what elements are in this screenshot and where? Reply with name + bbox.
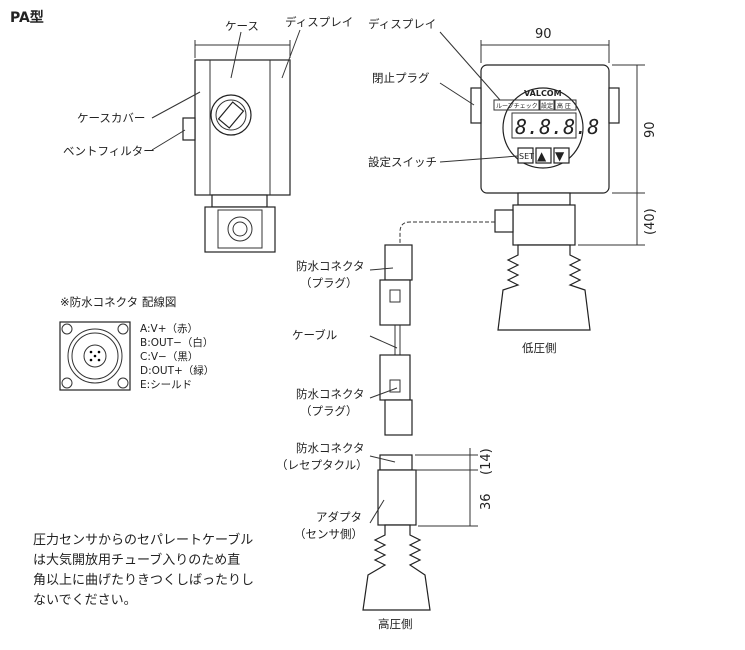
waterproof-connector-plug-2 — [384, 399, 413, 436]
adapter-label: アダプタ — [316, 510, 362, 524]
height-dimension: 90 — [643, 121, 658, 138]
brand-logo: VALCOM — [524, 89, 562, 98]
side-display-label: ディスプレイ — [285, 15, 353, 29]
lcd-display — [511, 112, 577, 139]
note-line: 圧力センサからのセパレートケーブル — [33, 532, 253, 548]
setting-switch-label: 設定スイッチ — [368, 155, 437, 169]
receptacle-label: 防水コネクタ — [296, 441, 365, 455]
connector-plug-1-sub: （プラグ） — [300, 276, 358, 290]
wiring-title: ※防水コネクタ 配線図 — [60, 295, 176, 309]
lower-dimension: (40) — [643, 208, 658, 235]
stop-plug-label: 閉止プラグ — [372, 71, 430, 85]
high-pressure-label: 高圧側 — [378, 617, 413, 631]
note-line: は大気開放用チューブ入りのため直 — [33, 552, 240, 568]
adapter-sensor — [362, 524, 431, 611]
dimension-14: (14) — [479, 448, 494, 475]
waterproof-connector-plug-1 — [384, 244, 413, 281]
adapter-sub: （センサ側） — [294, 527, 363, 541]
note-line: 角以上に曲げたりきつくしばったりし — [33, 573, 254, 588]
wiring-diagram: ※防水コネクタ 配線図 A:V+（赤） B:OUT−（白） C:V−（黒） D:… — [59, 295, 214, 391]
lcd-digits: 8.8.8.8 — [515, 115, 599, 139]
loop-check-label: ループチェック — [496, 103, 538, 110]
vent-filter — [182, 117, 196, 141]
waterproof-connector-receptacle — [379, 454, 413, 471]
low-pressure-label: 低圧側 — [522, 341, 557, 355]
up-arrow-icon: ▲ — [537, 149, 547, 163]
vent-filter-label: ベントフィルター — [63, 144, 155, 158]
pin-e: E:シールド — [140, 379, 192, 391]
setting-indicator: 設定 — [541, 102, 553, 110]
width-dimension: 90 — [535, 27, 552, 42]
receptacle-sub: （レセプタクル） — [276, 458, 368, 472]
down-button[interactable] — [553, 147, 570, 164]
down-arrow-icon: ▼ — [555, 149, 565, 163]
note-line: ないでください。 — [33, 593, 137, 608]
stop-plug — [470, 87, 482, 124]
pin-c: C:V−（黒） — [140, 351, 198, 363]
pressure-indicator: 高 圧 — [557, 102, 571, 110]
side-view: ケース ディスプレイ ケースカバー ベントフィルター — [63, 15, 353, 253]
connector-plug-2-sub: （プラグ） — [300, 404, 358, 418]
dimension-36: 36 — [479, 493, 494, 510]
cable-label: ケーブル — [292, 328, 337, 342]
cable-assembly: (14) 36 防水コネクタ （プラグ） ケーブル 防水コネクタ （プラグ） 防… — [276, 221, 495, 631]
connector-plug-1-label: 防水コネクタ — [296, 259, 365, 273]
cable-connector — [494, 209, 514, 233]
case-label: ケース — [225, 19, 259, 33]
caution-note: 圧力センサからのセパレートケーブル は大気開放用チューブ入りのため直 角以上に曲… — [33, 532, 254, 608]
case-cover-label: ケースカバー — [77, 111, 145, 125]
display-label: ディスプレイ — [368, 17, 436, 31]
set-button-label: SET — [519, 152, 534, 161]
front-view: VALCOM ループチェック 設定 高 圧 8.8.8.8 SET ▲ ▼ 90… — [368, 17, 658, 355]
pin-b: B:OUT−（白） — [140, 336, 213, 349]
pin-a: A:V+（赤） — [140, 323, 198, 335]
set-button[interactable] — [517, 147, 534, 164]
up-button[interactable] — [535, 147, 552, 164]
pin-d: D:OUT+（緑） — [140, 364, 214, 377]
connector-plug-2-label: 防水コネクタ — [296, 387, 365, 401]
model-title: PA型 — [10, 9, 44, 26]
